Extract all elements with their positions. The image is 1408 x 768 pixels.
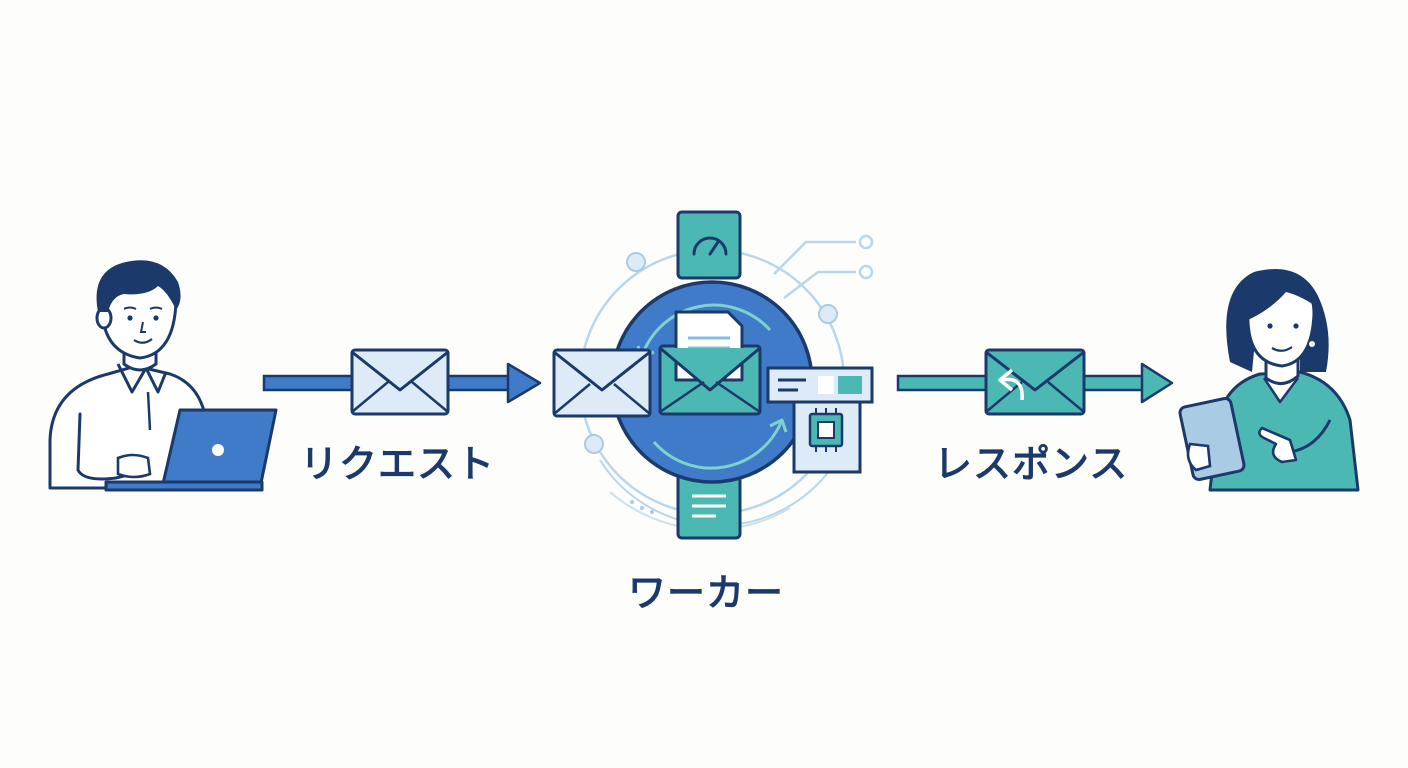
- response-arrow: [896, 362, 1174, 404]
- worker-label: ワーカー: [628, 571, 785, 615]
- request-label: リクエスト: [300, 442, 496, 486]
- envelope-icon: [350, 348, 450, 416]
- person-with-laptop-icon: [48, 260, 278, 492]
- envelope-reply-icon: [984, 348, 1086, 416]
- person-with-tablet-icon: [1178, 269, 1360, 492]
- worker-hub-icon: [552, 210, 874, 540]
- response-label: レスポンス: [934, 442, 1129, 486]
